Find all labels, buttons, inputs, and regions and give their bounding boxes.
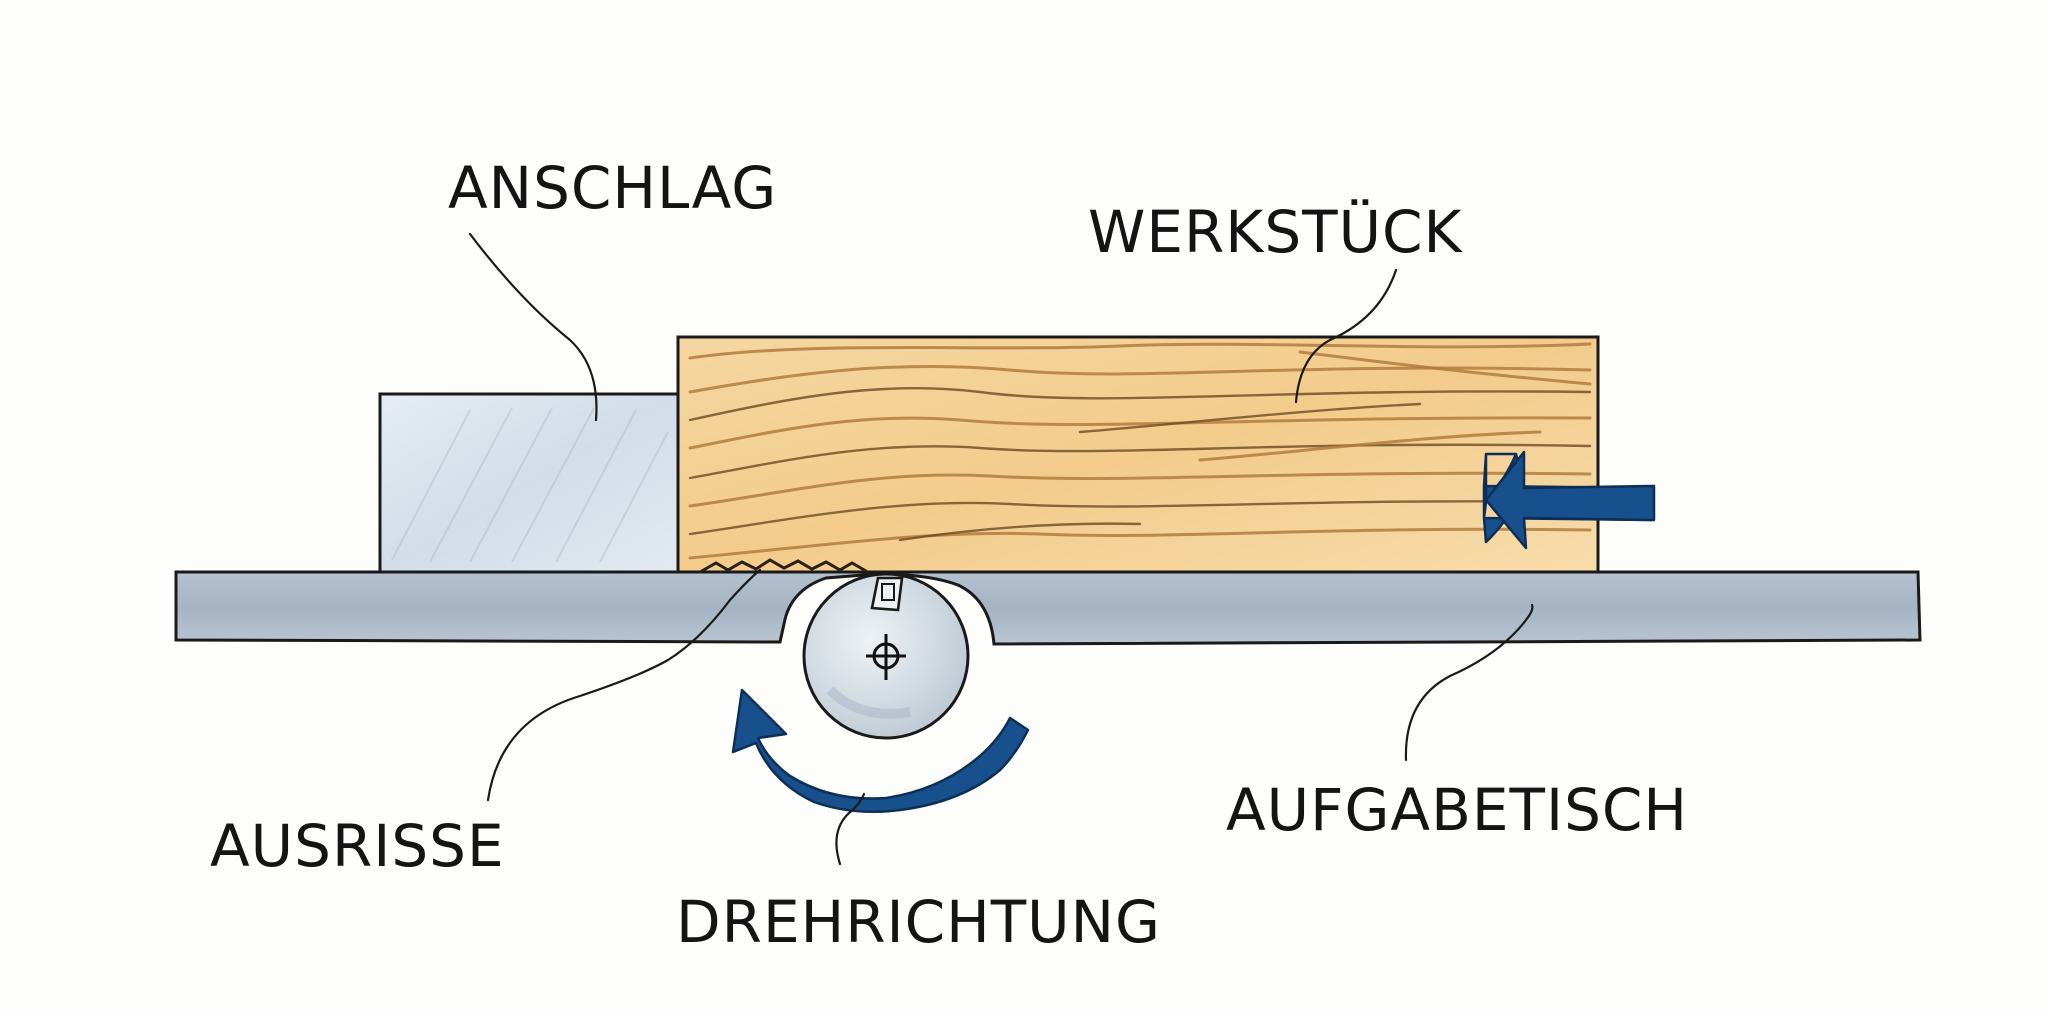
rotation-arrow-icon: [731, 688, 1030, 814]
leader-drehrichtung: [835, 792, 866, 866]
wood-grain: [688, 342, 1592, 560]
leader-werkstueck: [1294, 268, 1398, 404]
tear-out: [698, 558, 868, 574]
leader-ausrisse: [486, 568, 762, 802]
label-anschlag: ANSCHLAG: [448, 154, 777, 222]
fence: [378, 392, 680, 574]
label-ausrisse: AUSRISSE: [210, 812, 505, 880]
cutter-head: [802, 572, 970, 740]
label-aufgabetisch: AUFGABETISCH: [1226, 776, 1688, 844]
leader-anschlag: [468, 232, 598, 422]
cutter-knife: [870, 576, 904, 612]
label-werkstueck: WERKSTÜCK: [1088, 198, 1464, 266]
arrow-left-icon-head: [1484, 450, 1656, 550]
fence-hatching: [391, 407, 669, 563]
leader-aufgabetisch: [1404, 603, 1534, 762]
label-drehrichtung: DREHRICHTUNG: [676, 888, 1161, 956]
crosshair-icon: [866, 634, 906, 680]
infeed-table: [174, 570, 1922, 646]
